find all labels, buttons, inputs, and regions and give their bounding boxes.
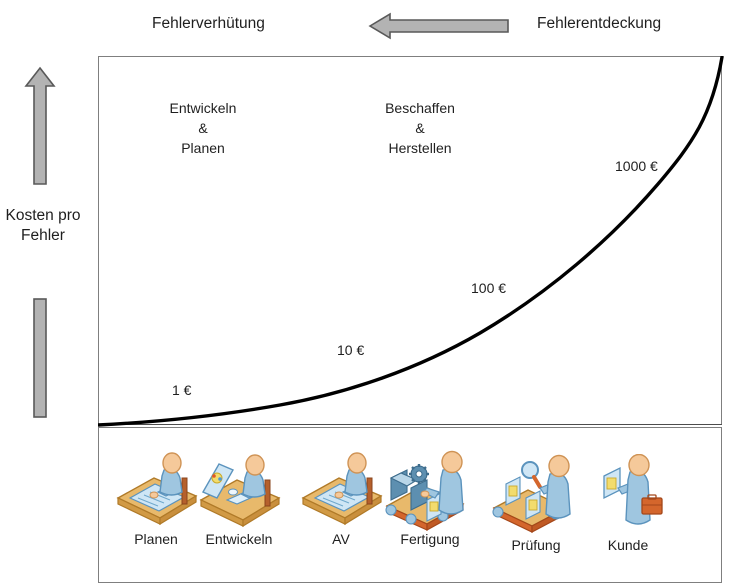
stage-pruefung: Prüfung — [481, 454, 591, 552]
stage-av: AV — [286, 448, 396, 546]
stage-caption: Fertigung — [400, 531, 460, 547]
detection-label: Fehlerentdeckung — [537, 15, 662, 32]
cost-label-10: 10 € — [337, 342, 365, 358]
cost-label-1000: 1000 € — [615, 158, 658, 174]
stage-kunde: Kunde — [573, 453, 683, 553]
cost-growth-curve — [98, 56, 724, 427]
stage-entwickeln: Entwickeln — [184, 448, 294, 546]
person-with-briefcase-icon — [573, 453, 683, 538]
y-axis-label: Kosten pro Fehler — [5, 207, 81, 244]
person-at-drafting-desk-icon — [286, 448, 396, 532]
phase-label-develop-plan: Entwickeln & Planen — [169, 100, 237, 156]
stage-fertigung: Fertigung — [375, 448, 485, 546]
plot-baseline — [98, 424, 722, 425]
arrow-left-icon — [368, 12, 509, 40]
stage-caption: Planen — [134, 531, 178, 547]
stage-caption: AV — [332, 531, 350, 547]
cost-label-1: 1 € — [172, 382, 192, 398]
stage-caption: Kunde — [607, 537, 649, 553]
person-at-drafting-desk-icon — [101, 448, 211, 532]
process-stage-strip: Planen — [98, 427, 722, 583]
arrow-up-icon — [24, 66, 56, 185]
person-at-assembly-line-icon — [375, 448, 485, 532]
plot-area — [98, 56, 722, 425]
stage-caption: Prüfung — [511, 537, 561, 553]
phase-label-procure-produce: Beschaffen & Herstellen — [385, 100, 455, 156]
prevention-label: Fehlerverhütung — [152, 15, 265, 32]
cost-label-100: 100 € — [471, 280, 507, 296]
stage-caption: Entwickeln — [205, 531, 273, 547]
person-at-computer-desk-icon — [184, 448, 294, 532]
axis-bar-icon — [33, 298, 47, 418]
stage-planen: Planen — [101, 448, 211, 546]
person-with-magnifier-icon — [481, 454, 591, 538]
